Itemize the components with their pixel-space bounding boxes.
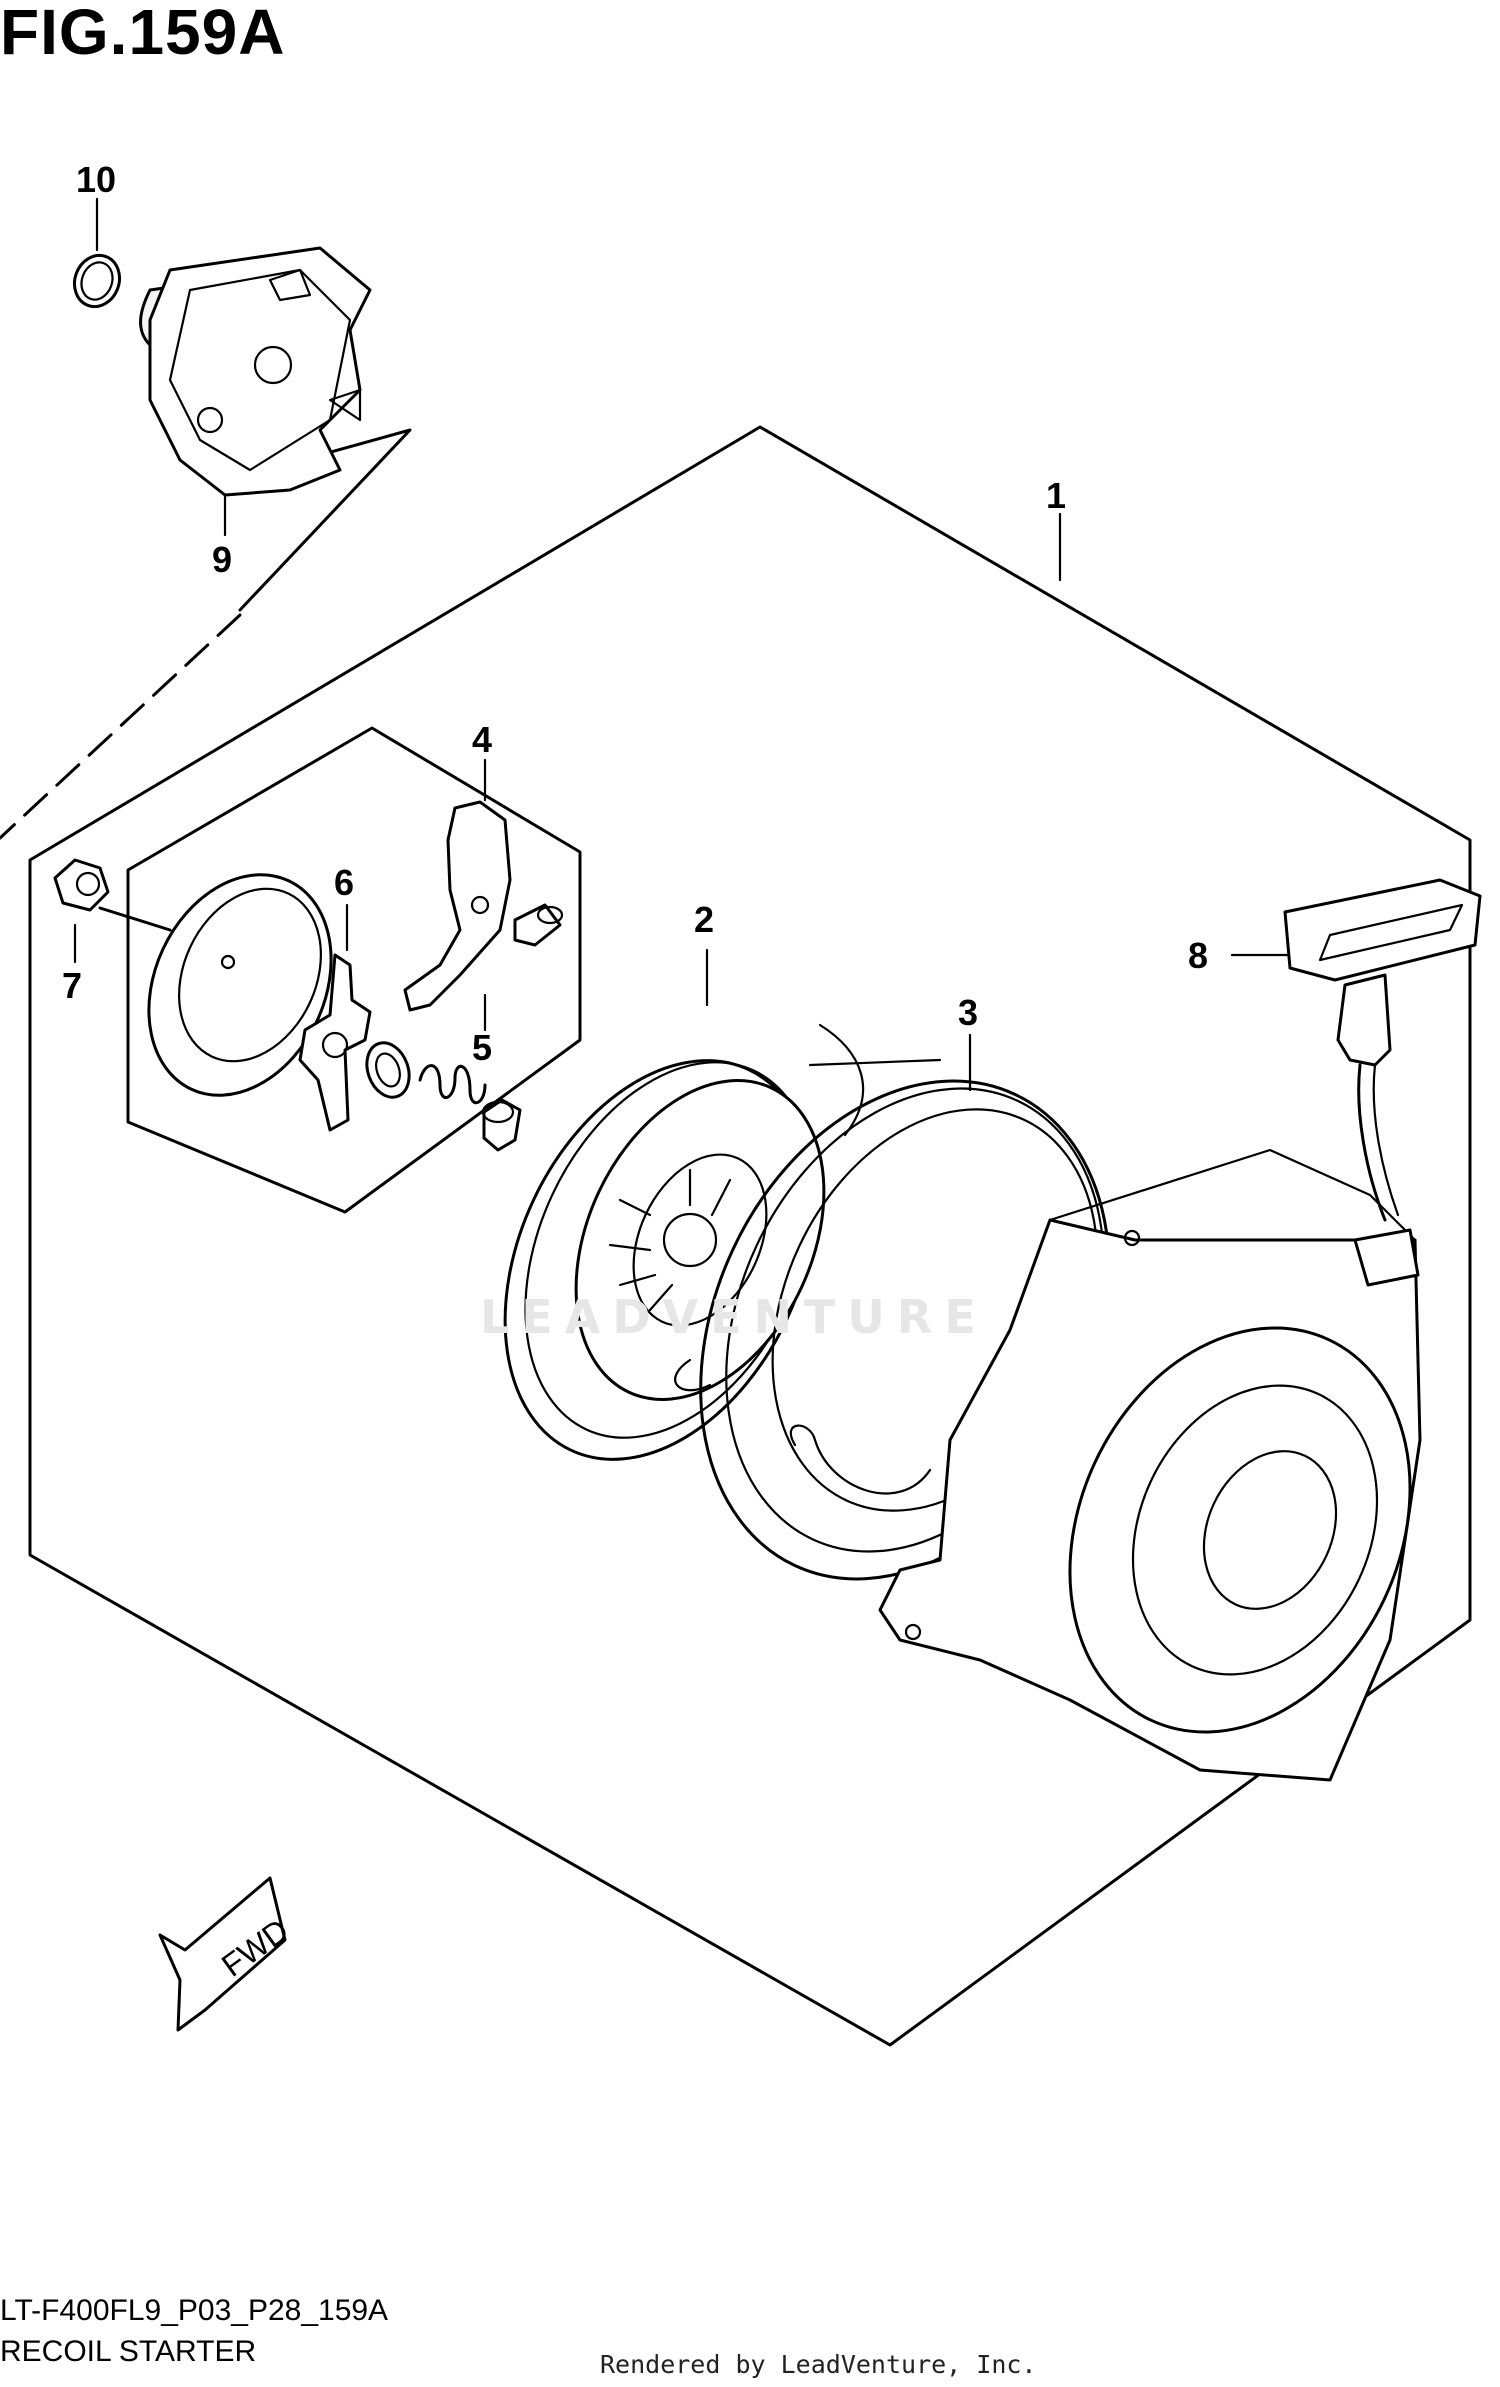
callout-6: 6 [334,862,354,903]
driven-pulley-part [139,246,372,497]
nut-part [53,858,110,912]
callout-9: 9 [212,539,232,580]
figure-code: LT-F400FL9_P03_P28_159A [0,2294,389,2327]
callout-3: 3 [958,992,978,1033]
callout-8: 8 [1188,935,1208,976]
callout-7: 7 [62,965,82,1006]
friction-disc-part [147,873,333,1097]
callout-1: 1 [1046,475,1066,516]
washer-part [365,1041,411,1099]
ratchet-pawl-part [403,800,512,1012]
starter-housing-part [878,1148,1422,1782]
friction-plate-part [298,953,372,1132]
spring-part [418,1064,487,1104]
section-name: RECOIL STARTER [0,2335,257,2368]
assembly-boundary [28,425,1472,2047]
assembly-to-nut-line [0,613,242,840]
ratchet-subassembly-box [126,726,582,1214]
handle-part [1283,878,1482,1287]
bushing-part [481,1098,522,1152]
pawl-pin-part [513,903,564,947]
callout-10: 10 [76,159,116,200]
callout-numbers: 1 2 3 4 5 6 7 8 9 10 [62,159,1208,1068]
render-credit: Rendered by LeadVenture, Inc. [600,2350,1037,2379]
callout-leaders [73,197,1290,1092]
figure-title: FIG.159A [0,0,286,68]
callout-2: 2 [694,899,714,940]
watermark-text: LEADVENTURE [480,1290,988,1344]
o-ring-part [72,253,122,309]
callout-5: 5 [472,1027,492,1068]
reel-part [503,1023,942,1461]
fwd-direction-arrow: FWD [158,1876,295,2032]
callout-4: 4 [472,719,492,760]
nut-leader [98,906,172,932]
